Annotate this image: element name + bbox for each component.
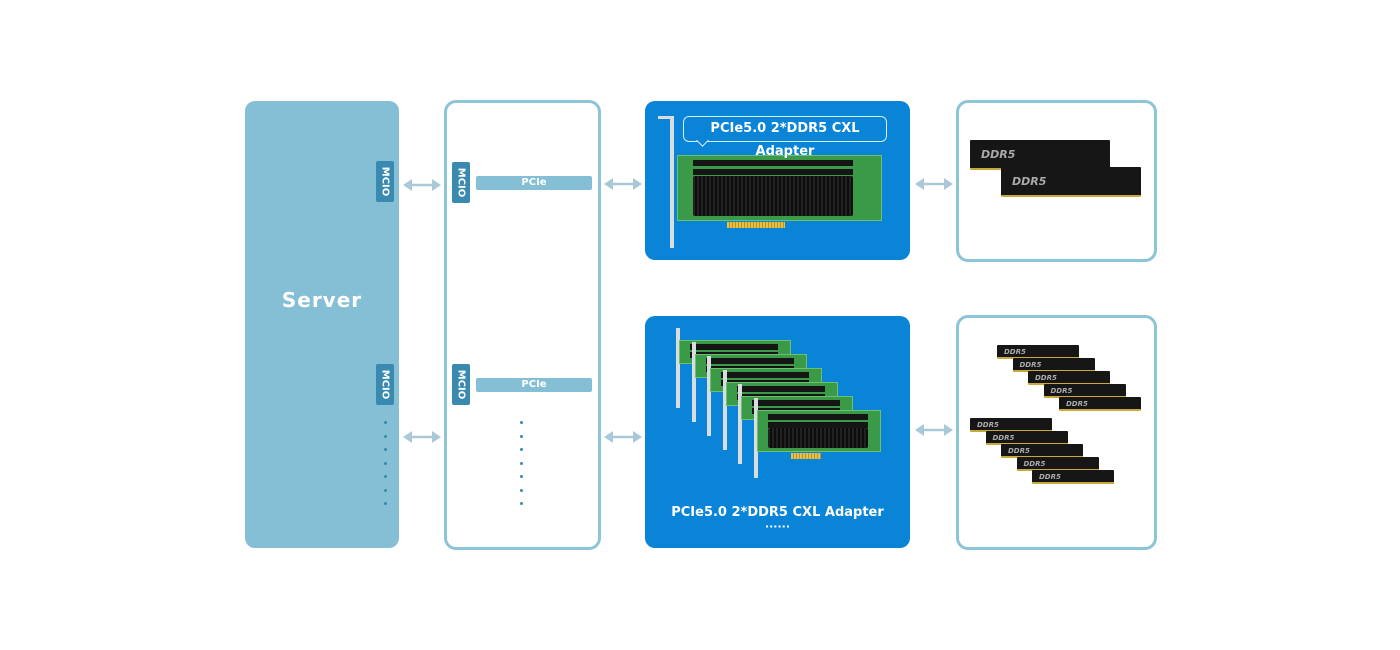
dimm-slot bbox=[767, 422, 868, 428]
mcio-label: MCIO bbox=[379, 369, 391, 400]
card-bracket bbox=[722, 370, 727, 450]
adapter-callout: PCIe5.0 2*DDR5 CXL Adapter bbox=[710, 121, 860, 159]
ddr5-label: DDR5 bbox=[1066, 400, 1088, 408]
ddr5-label: DDR5 bbox=[992, 434, 1015, 442]
dot bbox=[384, 448, 387, 451]
ddr5-dimm: DDR5 bbox=[997, 345, 1079, 359]
switch-mcio-port-top: MCIO bbox=[452, 162, 470, 203]
dot bbox=[384, 434, 387, 438]
adapter-ellipsis: ······ bbox=[764, 520, 791, 533]
double-headed-arrow-icon bbox=[604, 428, 642, 443]
mcio-label: MCIO bbox=[455, 167, 467, 198]
card-bracket-tab bbox=[658, 116, 672, 119]
card-bracket bbox=[676, 328, 680, 408]
pcie-edge-connector bbox=[727, 222, 785, 228]
card-bracket bbox=[738, 384, 742, 464]
pcie-lane-bottom: PCIe bbox=[476, 378, 592, 392]
ddr5-dimm: DDR5 bbox=[1059, 397, 1141, 411]
card-bracket bbox=[753, 398, 758, 478]
mcio-label: MCIO bbox=[455, 369, 467, 400]
ddr5-dimm: DDR5 bbox=[1032, 470, 1114, 484]
pcie-edge-connector bbox=[790, 453, 821, 459]
heatsink bbox=[693, 176, 853, 216]
adapter-callout-box: PCIe5.0 2*DDR5 CXL Adapter bbox=[683, 116, 887, 159]
ddr5-label: DDR5 bbox=[1019, 361, 1042, 369]
server-box bbox=[245, 101, 399, 548]
dot bbox=[520, 475, 523, 478]
double-headed-arrow-icon bbox=[403, 428, 441, 443]
dimm-slot bbox=[721, 372, 809, 378]
double-headed-arrow-icon bbox=[604, 175, 642, 190]
ddr5-dimm: DDR5 bbox=[1016, 457, 1099, 471]
ddr5-dimm: DDR5 bbox=[970, 418, 1052, 432]
dimm-slot bbox=[690, 344, 778, 350]
switch-mcio-port-bottom: MCIO bbox=[452, 364, 470, 405]
dimm-slot bbox=[693, 169, 853, 175]
ddr5-label: DDR5 bbox=[1012, 175, 1047, 188]
adapter-card-image bbox=[658, 116, 676, 248]
mcio-label: MCIO bbox=[379, 166, 391, 197]
ddr5-dimm: DDR5 bbox=[1028, 371, 1110, 385]
dot bbox=[384, 475, 387, 478]
pcie-lane-top: PCIe bbox=[476, 176, 592, 190]
ddr5-dimm: DDR5 bbox=[970, 140, 1110, 170]
dimm-slot bbox=[767, 414, 868, 420]
card-bracket bbox=[707, 356, 711, 436]
ddr5-label: DDR5 bbox=[1050, 387, 1073, 395]
dot bbox=[384, 421, 387, 424]
ddr5-label: DDR5 bbox=[1023, 460, 1046, 468]
ddr5-dimm: DDR5 bbox=[1001, 167, 1141, 197]
ddr5-dimm: DDR5 bbox=[1012, 358, 1095, 372]
dot bbox=[520, 502, 523, 505]
card-bracket bbox=[691, 342, 696, 422]
dimm-slot bbox=[752, 400, 840, 406]
dimm-slot bbox=[705, 358, 794, 364]
dot bbox=[520, 448, 523, 451]
server-mcio-port-top: MCIO bbox=[376, 161, 394, 202]
dot bbox=[520, 421, 523, 424]
adapter-card bbox=[756, 410, 881, 452]
ddr5-label: DDR5 bbox=[1035, 374, 1057, 382]
adapter-pcb bbox=[677, 155, 882, 221]
dot bbox=[384, 488, 387, 492]
dimm-slot bbox=[736, 386, 825, 392]
dot bbox=[384, 461, 387, 465]
card-bracket bbox=[670, 116, 674, 248]
server-mcio-port-bottom: MCIO bbox=[376, 364, 394, 405]
dot bbox=[520, 488, 523, 492]
server-label: Server bbox=[281, 288, 363, 312]
ddr5-dimm: DDR5 bbox=[1043, 384, 1126, 398]
heatsink bbox=[767, 428, 868, 448]
ddr5-label: DDR5 bbox=[1008, 447, 1030, 455]
dot bbox=[520, 434, 523, 438]
ddr5-label: DDR5 bbox=[977, 421, 999, 429]
dot bbox=[520, 461, 523, 465]
ddr5-label: DDR5 bbox=[981, 148, 1016, 161]
dimm-slot bbox=[693, 160, 853, 166]
double-headed-arrow-icon bbox=[915, 175, 953, 190]
ddr5-label: DDR5 bbox=[1039, 473, 1061, 481]
ddr5-label: DDR5 bbox=[1004, 348, 1026, 356]
ddr5-dimm: DDR5 bbox=[1001, 444, 1083, 458]
adapter-caption: PCIe5.0 2*DDR5 CXL Adapter bbox=[671, 505, 884, 520]
dot bbox=[384, 502, 387, 505]
double-headed-arrow-icon bbox=[403, 176, 441, 191]
double-headed-arrow-icon bbox=[915, 421, 953, 436]
ddr5-dimm: DDR5 bbox=[985, 431, 1068, 445]
